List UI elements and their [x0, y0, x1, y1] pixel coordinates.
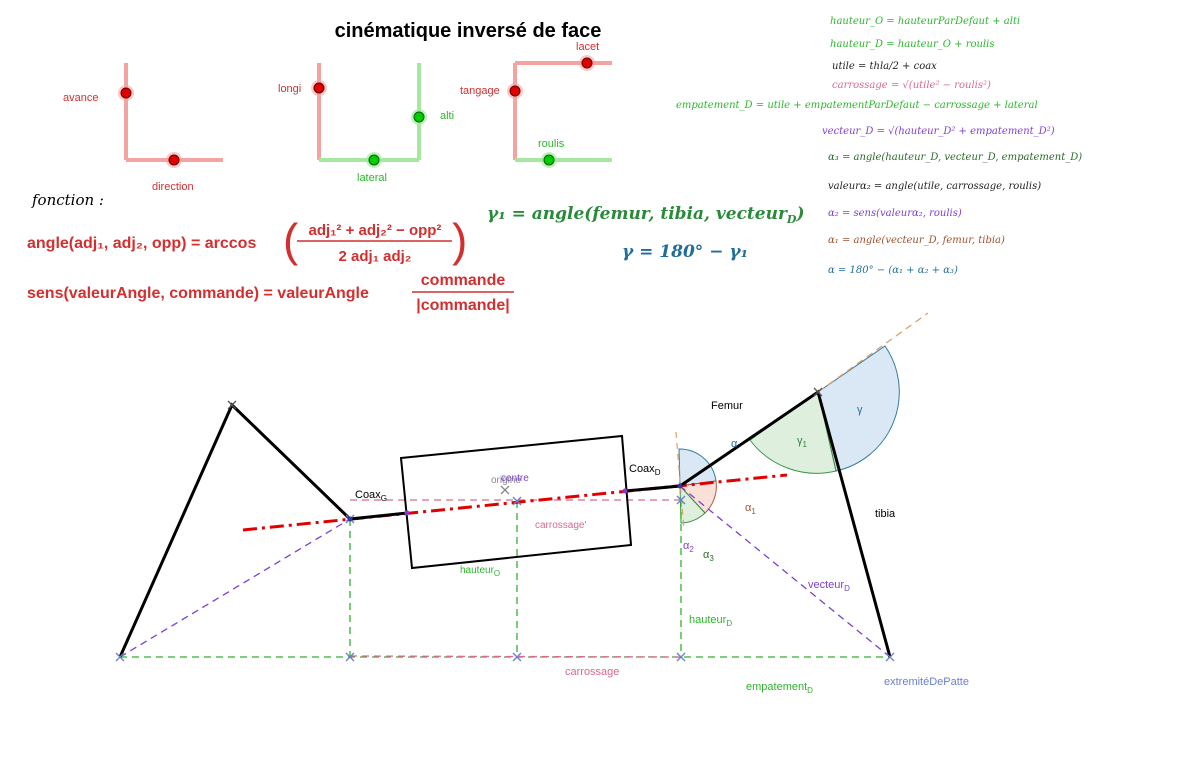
avance-slider-handle[interactable]	[120, 87, 132, 99]
carrossage-label: carrossage	[565, 666, 619, 678]
right-formula-item: α₂ = sens(valeurα₂, roulis)	[828, 208, 962, 219]
avance-label: avance	[63, 92, 98, 104]
control-avance-direction: avance direction	[63, 63, 223, 193]
coax-d-label: CoaxD	[629, 463, 661, 477]
tangage-label: tangage	[460, 85, 500, 97]
angle-formula-lhs: angle(adj₁, adj₂, opp) = arccos	[27, 235, 256, 252]
lateral-label: lateral	[357, 172, 387, 184]
alti-label: alti	[440, 110, 454, 122]
femur-label: Femur	[711, 400, 743, 412]
longi-slider-handle[interactable]	[313, 82, 325, 94]
centre-label: centre	[501, 473, 529, 484]
gamma1-label: γ1	[797, 435, 808, 449]
gamma1-formula: γ₁ = angle(femur, tibia, vecteurD)	[487, 204, 805, 226]
right-formula-item: hauteur_D = hauteur_O + roulis	[830, 39, 994, 50]
robot-diagram: CoaxG CoaxD origine centre carrossage' h…	[115, 312, 969, 695]
control-longi-alti-lateral: longi alti lateral	[278, 63, 454, 184]
body-rectangle	[399, 434, 633, 570]
right-formula-item: α = 180° − (α₁ + α₂ + α₃)	[828, 265, 958, 276]
control-tangage-lacet-roulis: tangage lacet roulis	[460, 41, 612, 168]
left-leg	[118, 402, 408, 658]
right-formula-item: empatement_D = utile + empatementParDefa…	[676, 100, 1038, 111]
origine-label: origine	[491, 475, 521, 486]
right-formula-list: hauteur_O = hauteurParDefaut + alti haute…	[676, 16, 1082, 276]
right-formula-item: α₁ = angle(vecteur_D, femur, tibia)	[828, 235, 1005, 246]
carrossage-prime-label: carrossage'	[535, 520, 586, 531]
hauteur-d-label: hauteurD	[689, 614, 732, 628]
point-markers	[115, 387, 895, 662]
right-formula-item: α₃ = angle(hauteur_D, vecteur_D, empatem…	[828, 152, 1082, 163]
angle-formula-paren-left: (	[283, 214, 299, 266]
sens-formula-denominator: |commande|	[416, 297, 509, 314]
angle-formula-numerator: adj₁² + adj₂² − opp²	[309, 222, 442, 239]
page-title: cinématique inversé de face	[335, 20, 602, 42]
gamma-formula: γ = 180° − γ₁	[622, 242, 748, 262]
vecteur-d-label: vecteurD	[808, 579, 850, 593]
right-formula-item: hauteur_O = hauteurParDefaut + alti	[830, 16, 1020, 27]
empatement-label: empatementD	[746, 681, 813, 695]
angle-formula: angle(adj₁, adj₂, opp) = arccos ( adj₁² …	[27, 214, 467, 266]
angle-formula-denominator: 2 adj₁ adj₂	[339, 248, 412, 265]
longi-label: longi	[278, 83, 301, 95]
tangage-slider-handle[interactable]	[509, 85, 521, 97]
gamma1-sector	[749, 391, 837, 474]
vecteur-d-line	[679, 485, 891, 658]
roulis-slider-handle[interactable]	[543, 154, 555, 166]
right-leg	[624, 389, 892, 658]
direction-slider-handle[interactable]	[168, 154, 180, 166]
alpha-label: α	[731, 438, 738, 450]
lacet-label: lacet	[576, 41, 599, 53]
tibia-label: tibia	[875, 508, 896, 520]
right-formula-item: carrossage = √(utile² − roulis²)	[832, 80, 991, 91]
alti-slider-handle[interactable]	[413, 111, 425, 123]
sens-formula-numerator: commande	[421, 272, 506, 289]
sens-formula-lhs: sens(valeurAngle, commande) = valeurAngl…	[27, 285, 369, 302]
alpha1-label: α1	[745, 502, 756, 516]
gamma-label: γ	[857, 404, 863, 416]
sens-formula: sens(valeurAngle, commande) = valeurAngl…	[27, 272, 514, 314]
hauteur-o-label: hauteurO	[460, 565, 500, 578]
roulis-label: roulis	[538, 138, 565, 150]
direction-label: direction	[152, 181, 194, 193]
right-formula-item: valeurα₂ = angle(utile, carrossage, roul…	[828, 181, 1041, 192]
alpha-sector	[678, 448, 717, 487]
extremite-label: extremitéDePatte	[884, 676, 969, 688]
alpha3-sector	[679, 484, 706, 524]
angle-formula-paren-right: )	[452, 214, 467, 266]
fonction-label: fonction :	[31, 191, 104, 209]
lacet-slider-handle[interactable]	[581, 57, 593, 69]
alpha3-label: α3	[703, 549, 714, 563]
alpha2-label: α2	[683, 540, 694, 554]
right-formula-item: vecteur_D = √(hauteur_D² + empatement_D²…	[822, 126, 1055, 137]
right-formula-item: utile = thla/2 + coax	[832, 61, 937, 72]
gamma-sector	[817, 345, 900, 472]
coax-g-label: CoaxG	[355, 489, 387, 503]
lateral-slider-handle[interactable]	[368, 154, 380, 166]
